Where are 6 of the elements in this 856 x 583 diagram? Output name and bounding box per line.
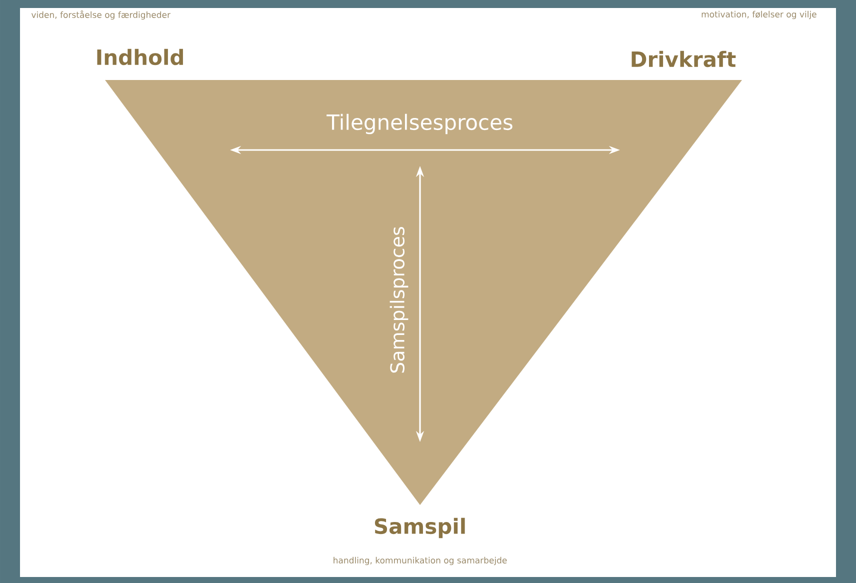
process-label: Samspilsproces [390, 227, 408, 373]
description-text: motivation, følelser og vilje [702, 10, 816, 20]
triangle [105, 80, 742, 505]
description-text: handling, kommunikation og samarbejde [334, 556, 507, 566]
process-label: Tilegnelsesproces [326, 114, 512, 134]
description-text: viden, forståelse og færdigheder [31, 10, 171, 20]
